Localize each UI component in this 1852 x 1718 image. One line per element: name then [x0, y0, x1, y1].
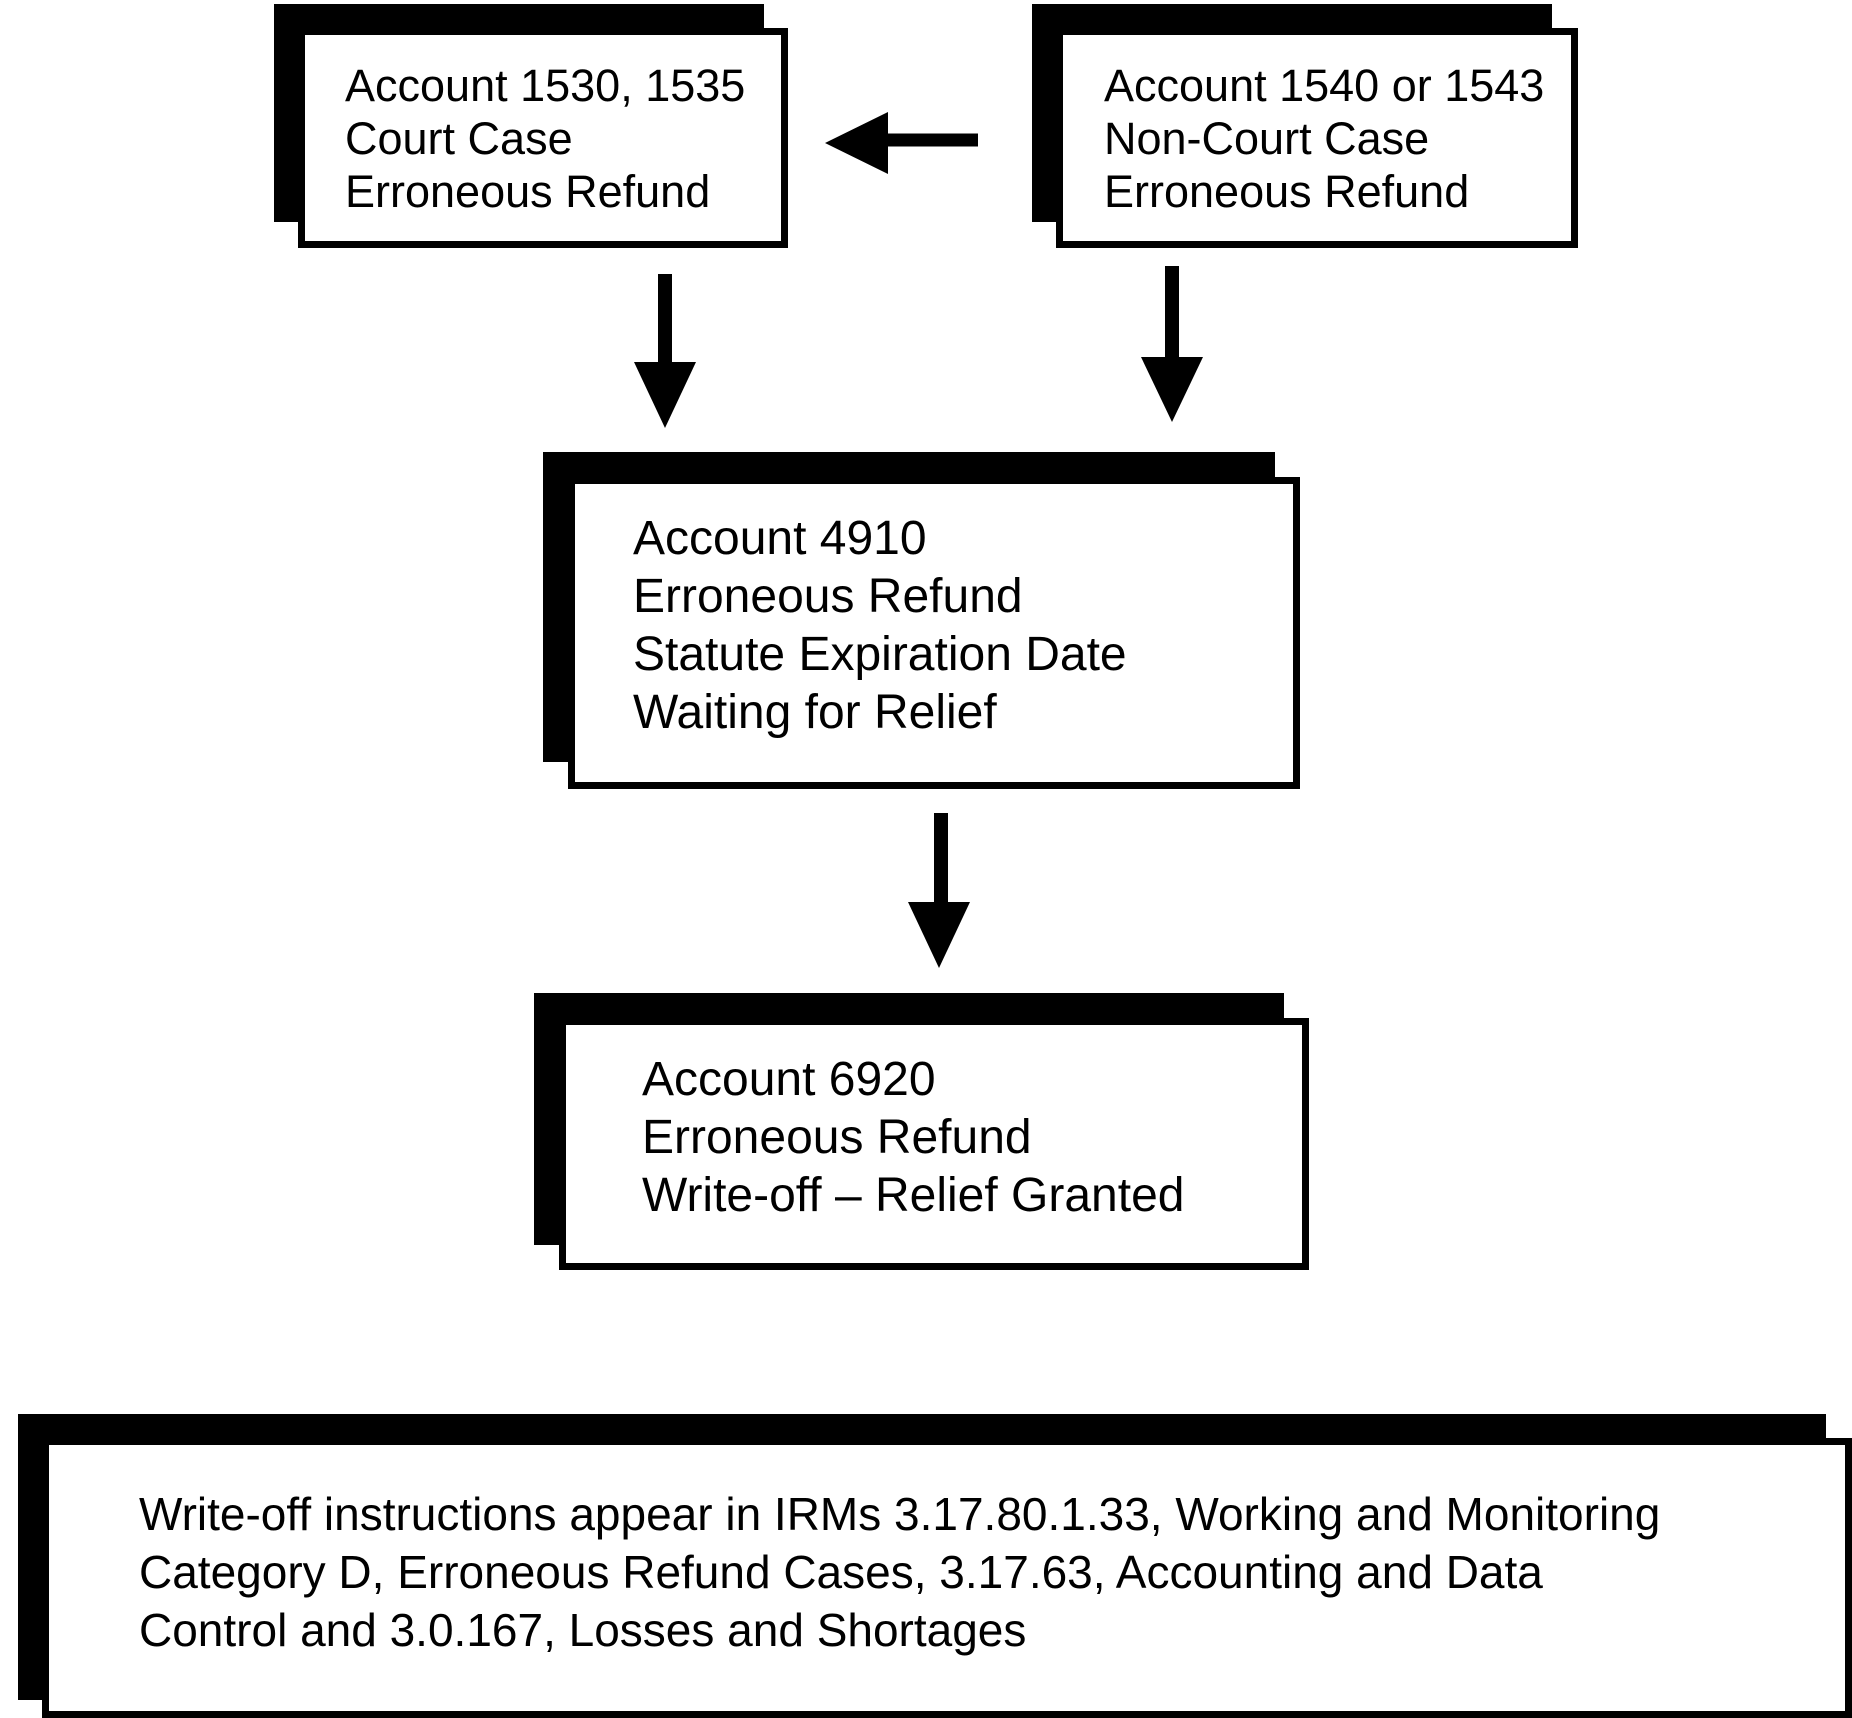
arrow-non-court-to-court: [825, 112, 978, 174]
arrow-court-to-4910: [634, 274, 696, 428]
note-line-1: Write-off instructions appear in IRMs 3.…: [139, 1488, 1661, 1540]
account-4910-box: Account 4910 Erroneous Refund Statute Ex…: [568, 477, 1300, 789]
non-court-case-line-3: Erroneous Refund: [1104, 166, 1470, 217]
non-court-case-text: Account 1540 or 1543 Non-Court Case Erro…: [1104, 59, 1544, 218]
account-6920-line-3: Write-off – Relief Granted: [642, 1169, 1185, 1222]
account-4910-line-1: Account 4910: [633, 512, 927, 565]
arrow-4910-to-6920: [908, 813, 970, 968]
court-case-text: Account 1530, 1535 Court Case Erroneous …: [345, 59, 745, 218]
note-box: Write-off instructions appear in IRMs 3.…: [42, 1438, 1852, 1718]
account-4910-line-4: Waiting for Relief: [633, 686, 997, 739]
account-6920-line-1: Account 6920: [642, 1053, 936, 1106]
note-line-2: Category D, Erroneous Refund Cases, 3.17…: [139, 1546, 1543, 1598]
non-court-case-line-1: Account 1540 or 1543: [1104, 60, 1545, 111]
arrow-non-court-to-4910: [1141, 266, 1203, 422]
court-case-line-3: Erroneous Refund: [345, 166, 711, 217]
account-6920-box: Account 6920 Erroneous Refund Write-off …: [559, 1018, 1309, 1270]
note-text: Write-off instructions appear in IRMs 3.…: [139, 1485, 1660, 1659]
court-case-line-1: Account 1530, 1535: [345, 60, 746, 111]
account-4910-text: Account 4910 Erroneous Refund Statute Ex…: [633, 510, 1127, 742]
court-case-box: Account 1530, 1535 Court Case Erroneous …: [298, 28, 788, 248]
court-case-line-2: Court Case: [345, 113, 573, 164]
non-court-case-line-2: Non-Court Case: [1104, 113, 1430, 164]
account-6920-line-2: Erroneous Refund: [642, 1111, 1032, 1164]
non-court-case-box: Account 1540 or 1543 Non-Court Case Erro…: [1056, 28, 1578, 248]
account-4910-line-2: Erroneous Refund: [633, 570, 1023, 623]
note-line-3: Control and 3.0.167, Losses and Shortage…: [139, 1604, 1027, 1656]
account-6920-text: Account 6920 Erroneous Refund Write-off …: [642, 1051, 1184, 1225]
account-4910-line-3: Statute Expiration Date: [633, 628, 1127, 681]
